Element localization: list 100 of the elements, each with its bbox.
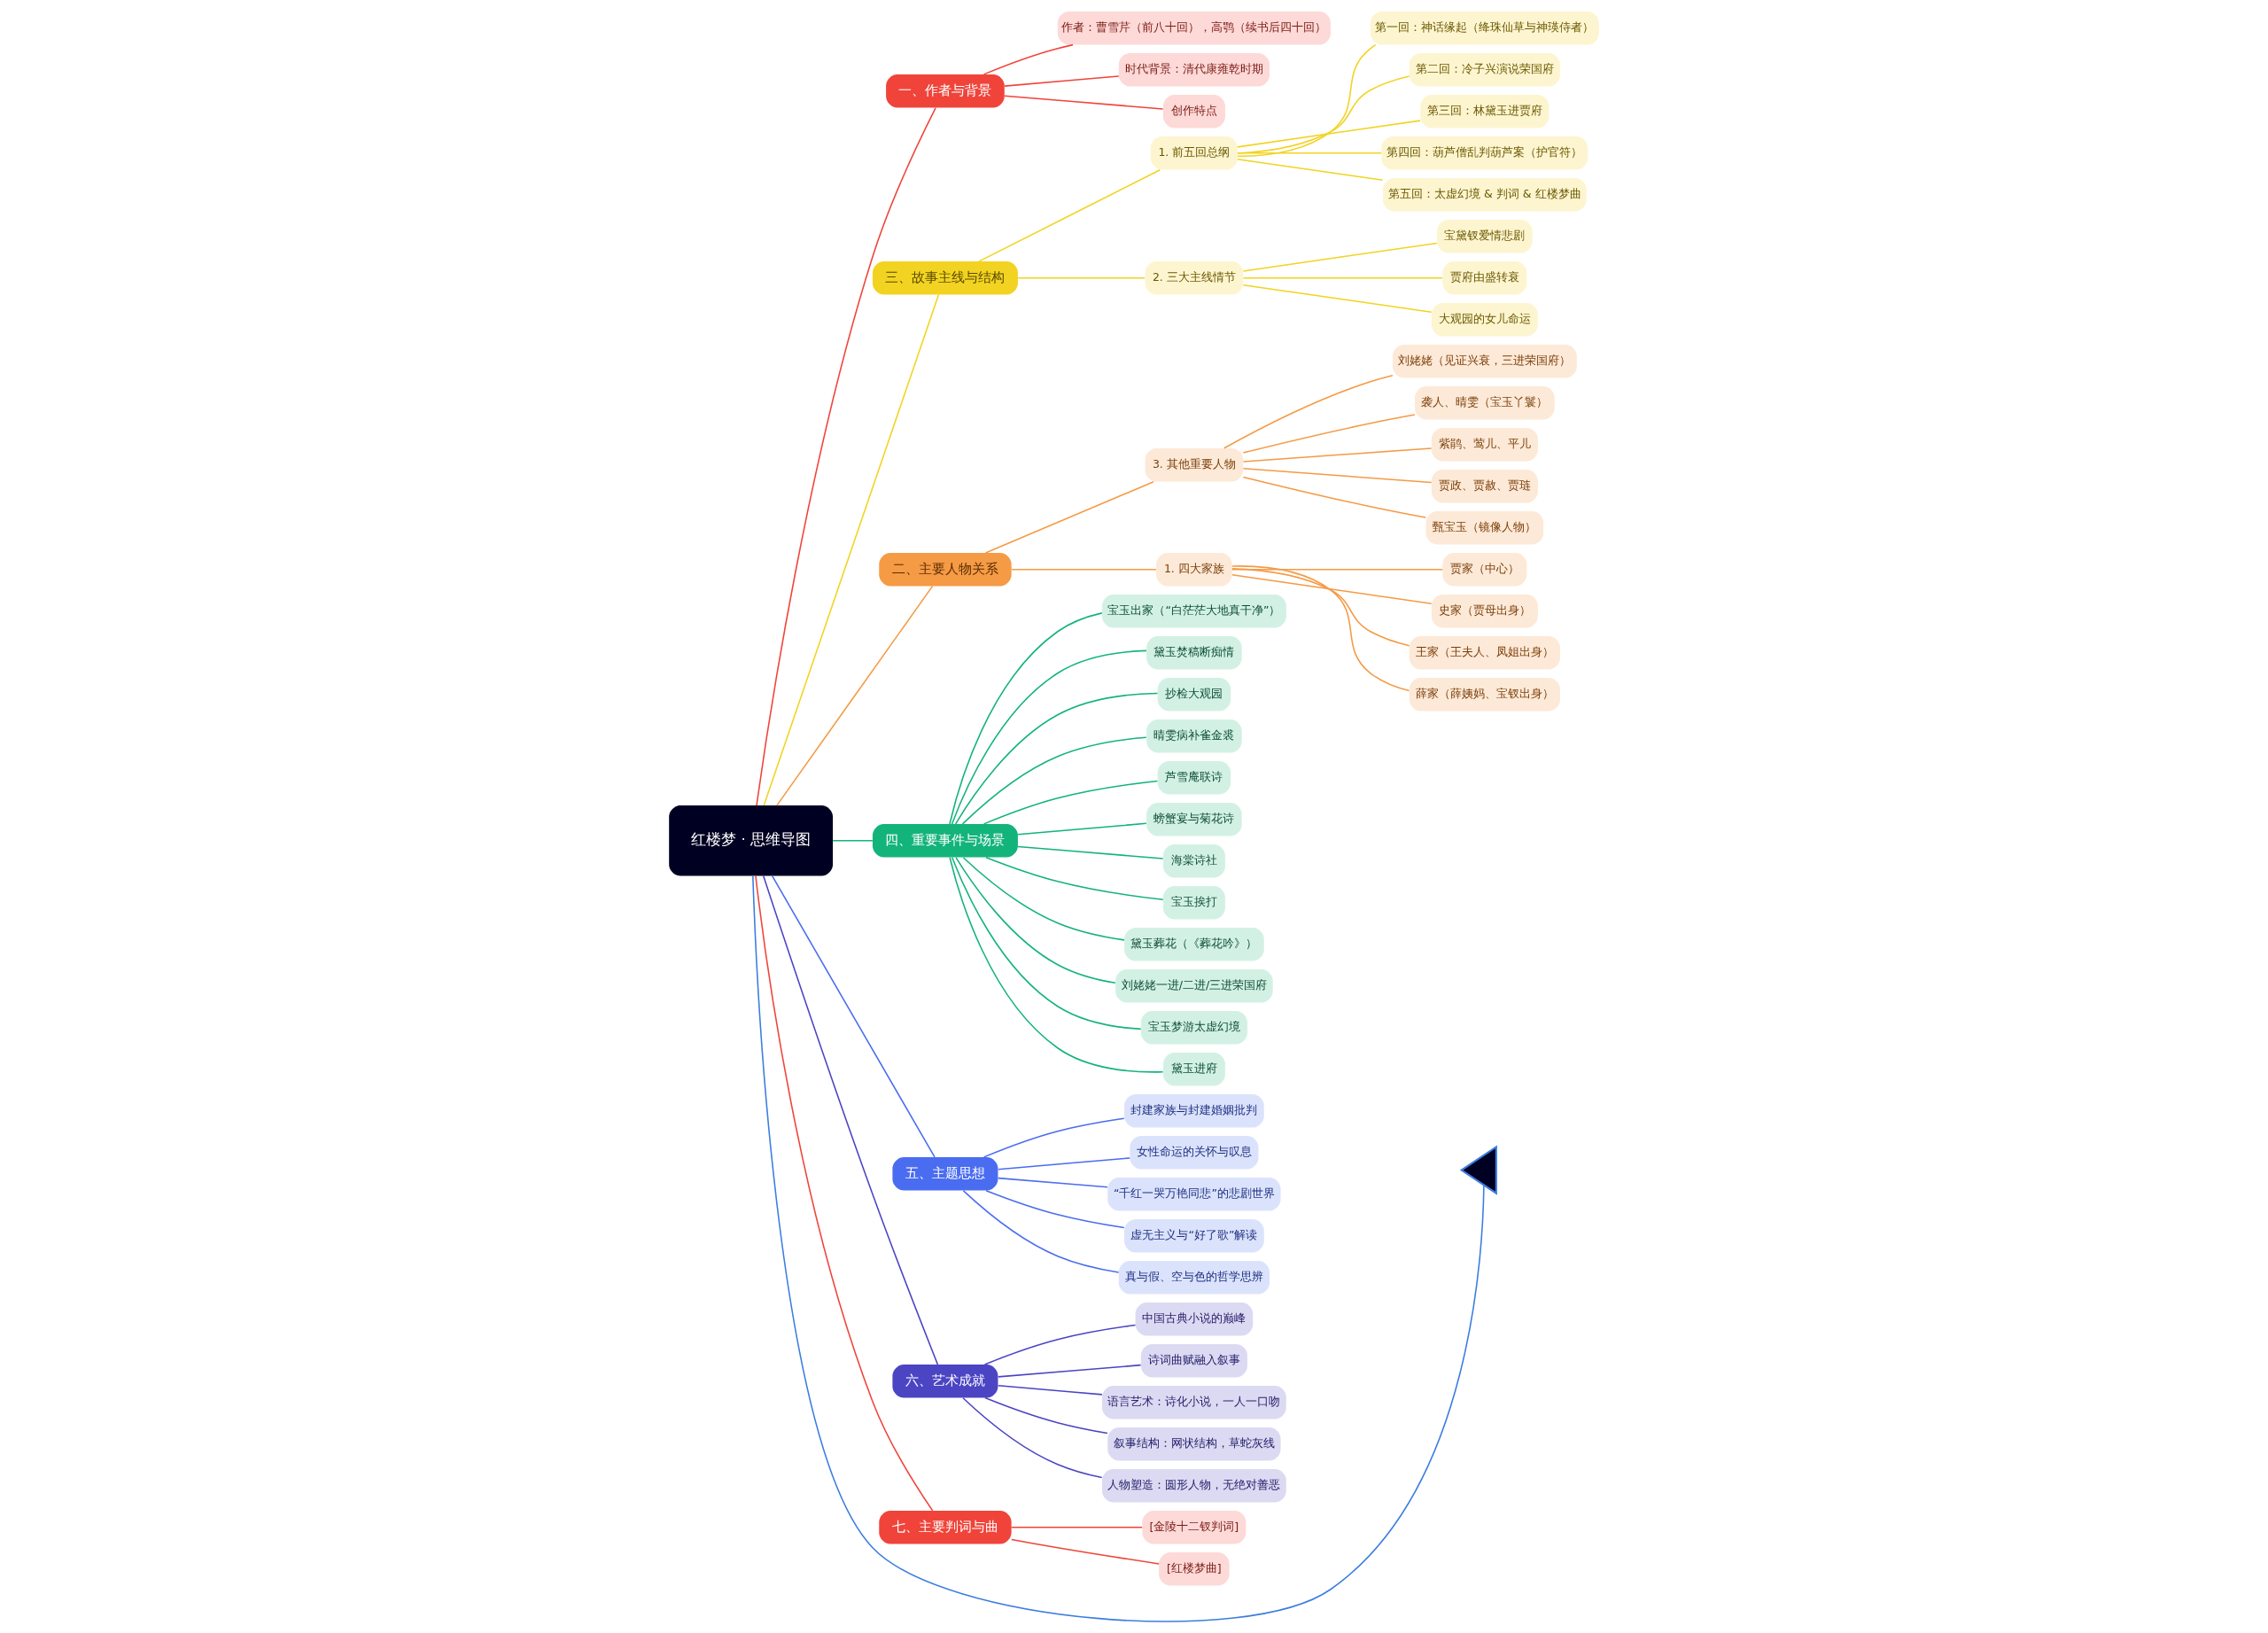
- node-box: 黛玉进府: [1162, 1052, 1225, 1086]
- node-box: 七、主要判词与曲: [879, 1510, 1012, 1544]
- node-box: 时代背景：清代康雍乾时期: [1118, 53, 1270, 87]
- node-box: 第一回：神话缘起（绛珠仙草与神瑛侍者）: [1370, 12, 1599, 45]
- connector: [752, 875, 1485, 1622]
- connector: [1231, 569, 1444, 571]
- node-box: 六、艺术成就: [892, 1364, 998, 1398]
- connector: [1242, 284, 1433, 314]
- node-box: 真与假、空与色的哲学思辨: [1118, 1260, 1270, 1295]
- node-box: 紫鹃、莺儿、平儿: [1431, 428, 1538, 462]
- connector: [1010, 569, 1157, 571]
- node-box: 史家（贾母出身）: [1431, 595, 1538, 628]
- connector: [998, 1157, 1131, 1170]
- node-box: 二、主要人物关系: [879, 553, 1012, 587]
- connector: [984, 1396, 1108, 1435]
- node-box: 黛玉焚稿断痴情: [1146, 636, 1242, 670]
- node-box: [金陵十二钗判词]: [1142, 1510, 1247, 1544]
- connector: [955, 857, 1116, 984]
- node-box: 贾家（中心）: [1442, 553, 1527, 587]
- connector: [954, 692, 1159, 825]
- node-box: 芦雪庵联诗: [1157, 761, 1231, 795]
- connector: [962, 1396, 1103, 1479]
- node-box: “千红一哭万艳同悲”的悲剧世界: [1107, 1177, 1281, 1211]
- node-box: 宝黛钗爱情悲剧: [1437, 220, 1533, 253]
- connector: [1231, 574, 1433, 605]
- connector: [985, 1189, 1125, 1229]
- node-box: 三、故事主线与结构: [872, 261, 1018, 295]
- node-box: 2. 三大主线情节: [1145, 261, 1244, 295]
- node-box: 甄宝玉（镜像人物）: [1425, 511, 1544, 545]
- connector: [755, 875, 934, 1512]
- node-box: 五、主题思想: [892, 1157, 998, 1191]
- node-box: 1. 四大家族: [1156, 553, 1232, 587]
- node-box: 刘姥姥一进/二进/三进荣国府: [1115, 968, 1273, 1003]
- node-box: 人物塑造：圆形人物，无绝对善恶: [1101, 1468, 1286, 1503]
- connector: [1237, 120, 1421, 148]
- connector: [1231, 565, 1410, 692]
- node-box: 贾政、贾赦、贾琏: [1431, 470, 1538, 503]
- node-tail: [1459, 1145, 1497, 1195]
- node-box: 第四回：葫芦僧乱判葫芦案（护官符）: [1381, 136, 1588, 170]
- connector: [983, 1117, 1125, 1158]
- connector: [1017, 277, 1146, 279]
- connector: [998, 1177, 1108, 1188]
- connector: [1237, 75, 1410, 154]
- node-box: 海棠诗社: [1162, 844, 1225, 878]
- connector: [962, 857, 1125, 941]
- connector: [1237, 152, 1382, 154]
- connector: [961, 736, 1147, 825]
- connector: [1004, 75, 1120, 87]
- connector: [983, 43, 1074, 75]
- connector: [985, 856, 1164, 901]
- node-box: 语言艺术：诗化小说，一人一口吻: [1101, 1385, 1286, 1419]
- node-box: 第三回：林黛玉进贾府: [1420, 95, 1550, 128]
- connector: [1242, 277, 1443, 279]
- connector: [983, 780, 1159, 825]
- connector: [1231, 568, 1410, 647]
- node-box: 宝玉梦游太虚幻境: [1140, 1010, 1247, 1045]
- connector: [962, 1190, 1120, 1273]
- node-box: 第五回：太虚幻境 & 判词 & 红楼梦曲: [1382, 178, 1587, 212]
- node-box: 抄检大观园: [1157, 678, 1231, 712]
- node-box: 1. 前五回总纲: [1150, 136, 1238, 170]
- node-box: 创作特点: [1162, 95, 1225, 128]
- connector: [1010, 1526, 1143, 1528]
- connector: [771, 875, 936, 1158]
- node-box: 诗词曲赋融入叙事: [1140, 1343, 1247, 1378]
- node-box: 第二回：冷子兴演说荣国府: [1409, 53, 1560, 87]
- node-box: 一、作者与背景: [886, 74, 1005, 108]
- node-box: 黛玉葬花（《葬花吟》）: [1124, 927, 1264, 961]
- connector: [951, 856, 1142, 1030]
- connector: [1237, 158, 1384, 182]
- node-box: 虚无主义与“好了歌”解读: [1124, 1218, 1264, 1253]
- node-box: 袭人、晴雯（宝玉丫鬟）: [1415, 386, 1555, 420]
- connector: [776, 585, 934, 806]
- connector: [998, 1364, 1142, 1378]
- node-box: 封建家族与封建婚姻批判: [1124, 1093, 1264, 1128]
- node-box: 女性命运的关怀与叹息: [1130, 1135, 1259, 1170]
- connector: [1017, 845, 1164, 859]
- connector: [756, 107, 936, 806]
- node-box: [红楼梦曲]: [1159, 1551, 1230, 1586]
- node-box: 四、重要事件与场景: [872, 824, 1018, 858]
- connector: [998, 1385, 1103, 1396]
- connector: [1242, 468, 1433, 484]
- connector: [763, 294, 940, 806]
- connector: [1223, 375, 1394, 449]
- node-box: 薛家（薛姨妈、宝钗出身）: [1409, 678, 1560, 712]
- connector: [1011, 1538, 1160, 1565]
- node-box: 红楼梦 · 思维导图: [669, 805, 834, 876]
- connector: [1004, 95, 1164, 110]
- node-box: 作者：曹雪芹（前八十回），高鹗（续书后四十回）: [1057, 12, 1331, 45]
- connector: [1017, 822, 1147, 836]
- node-box: 宝玉出家（“白茫茫大地真干净”）: [1101, 595, 1286, 628]
- connector: [1242, 414, 1416, 454]
- node-box: 中国古典小说的巅峰: [1135, 1302, 1254, 1336]
- node-box: 叙事结构：网状结构，草蛇灰线: [1107, 1427, 1281, 1461]
- connector: [1237, 43, 1377, 158]
- connector: [762, 875, 939, 1365]
- connector: [832, 840, 874, 842]
- node-box: 螃蟹宴与菊花诗: [1146, 802, 1242, 836]
- node-box: 3. 其他重要人物: [1145, 447, 1244, 482]
- connector: [978, 169, 1161, 262]
- node-box: 贾府由盛转衰: [1442, 261, 1527, 295]
